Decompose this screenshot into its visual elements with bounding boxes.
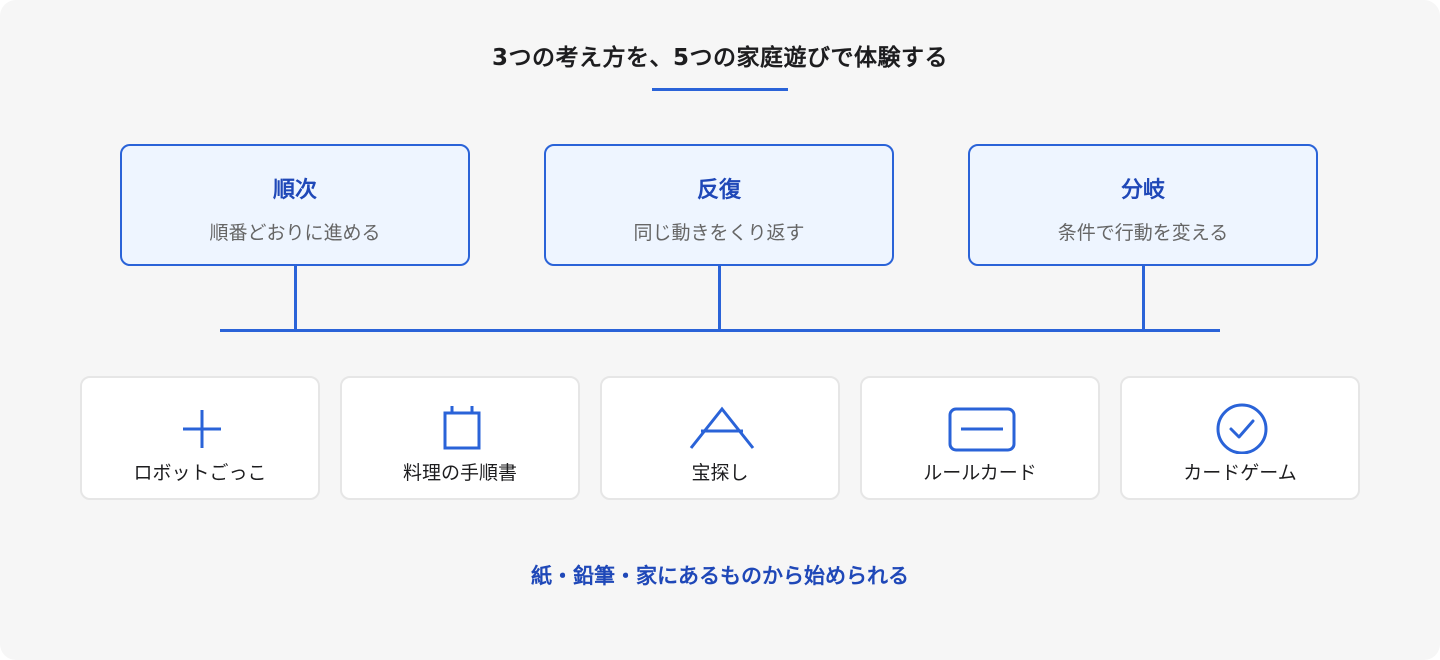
footer-note: 紙・鉛筆・家にあるものから始められる — [531, 564, 909, 588]
connector-repetition — [718, 266, 721, 332]
concept-description: 順番どおりに進める — [209, 222, 381, 244]
activity-card-robot-play: ロボットごっこ — [80, 376, 320, 500]
activity-label: 宝探し — [691, 462, 749, 484]
concept-box-repetition: 反復 同じ動きをくり返す — [544, 144, 894, 266]
connector-branching — [1142, 266, 1145, 332]
concept-name: 反復 — [696, 178, 741, 203]
activity-card-rule-card: ルールカード — [860, 376, 1100, 500]
concept-name: 分岐 — [1120, 178, 1165, 203]
activity-label: ルールカード — [923, 462, 1037, 484]
activity-card-card-game: カードゲーム — [1120, 376, 1360, 500]
concept-box-branching: 分岐 条件で行動を変える — [968, 144, 1318, 266]
diagram-title: 3つの考え方を、5つの家庭遊びで体験する — [491, 45, 948, 71]
activity-label: カードゲーム — [1183, 462, 1297, 484]
card-icon — [947, 402, 1017, 454]
title-underline — [652, 88, 788, 91]
clipboard-icon — [427, 402, 497, 454]
tent-icon — [687, 402, 757, 454]
activity-label: 料理の手順書 — [402, 462, 517, 484]
concept-description: 条件で行動を変える — [1057, 222, 1229, 244]
concept-description: 同じ動きをくり返す — [633, 222, 805, 244]
connector-sequence — [294, 266, 297, 332]
activity-card-recipe: 料理の手順書 — [340, 376, 580, 500]
concept-box-sequence: 順次 順番どおりに進める — [120, 144, 470, 266]
activity-card-treasure-hunt: 宝探し — [600, 376, 840, 500]
concept-name: 順次 — [272, 178, 317, 203]
horizontal-connector — [220, 329, 1220, 332]
activity-label: ロボットごっこ — [133, 462, 267, 484]
plus-icon — [167, 402, 237, 454]
check-circle-icon — [1207, 402, 1277, 455]
